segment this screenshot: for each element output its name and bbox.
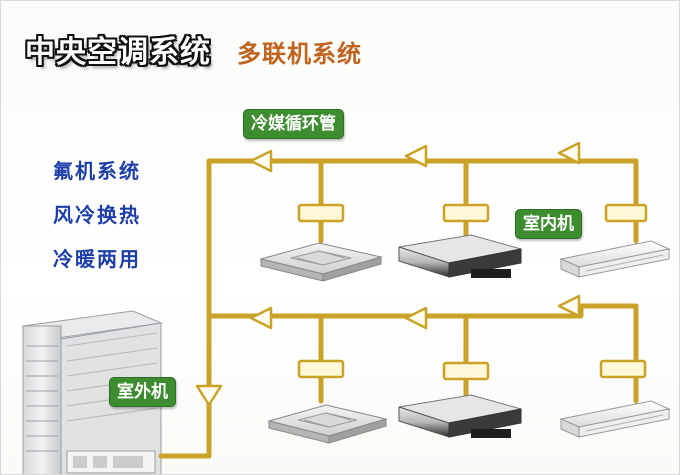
ceiling-cassette-unit-icon	[259, 242, 383, 282]
pipe-connector-icon	[297, 359, 345, 379]
ceiling-suspended-unit-icon	[559, 240, 671, 278]
pipe-connector-icon	[442, 203, 490, 223]
branch-pipe	[206, 303, 639, 319]
triangle-arrow-icon	[249, 149, 273, 173]
pipe-connector-icon	[604, 203, 648, 223]
triangle-arrow-icon	[404, 306, 428, 330]
refrigerant-pipe-label: 冷媒循环管	[243, 109, 344, 139]
main-pipe	[158, 158, 212, 459]
outdoor-unit-label: 室外机	[109, 377, 176, 407]
flow-arrows	[195, 141, 581, 407]
triangle-arrow-icon	[249, 306, 273, 330]
feature-item: 冷暖两用	[53, 247, 141, 271]
feature-item: 氟机系统	[53, 159, 141, 183]
feature-item: 风冷换热	[53, 203, 141, 227]
page-subtitle: 多联机系统	[237, 40, 362, 68]
triangle-arrow-icon	[195, 384, 223, 407]
triangle-arrow-icon	[557, 141, 581, 165]
ducted-unit-icon	[398, 394, 522, 438]
pipe-connector-icon	[297, 203, 345, 223]
feature-list: 氟机系统 风冷换热 冷暖两用	[53, 149, 141, 281]
ceiling-cassette-unit-icon	[267, 404, 388, 444]
page-title: 中央空调系统	[25, 35, 211, 70]
indoor-unit-label: 室内机	[515, 209, 582, 239]
pipe-connector-icon	[442, 361, 490, 381]
ducted-unit-icon	[398, 234, 522, 278]
triangle-arrow-icon	[557, 294, 581, 318]
triangle-arrow-icon	[404, 144, 428, 168]
refrigerant-pipe-network	[158, 158, 639, 459]
ceiling-suspended-unit-icon	[559, 400, 671, 438]
pipe-connector-icon	[599, 359, 647, 379]
connectors	[297, 203, 648, 381]
